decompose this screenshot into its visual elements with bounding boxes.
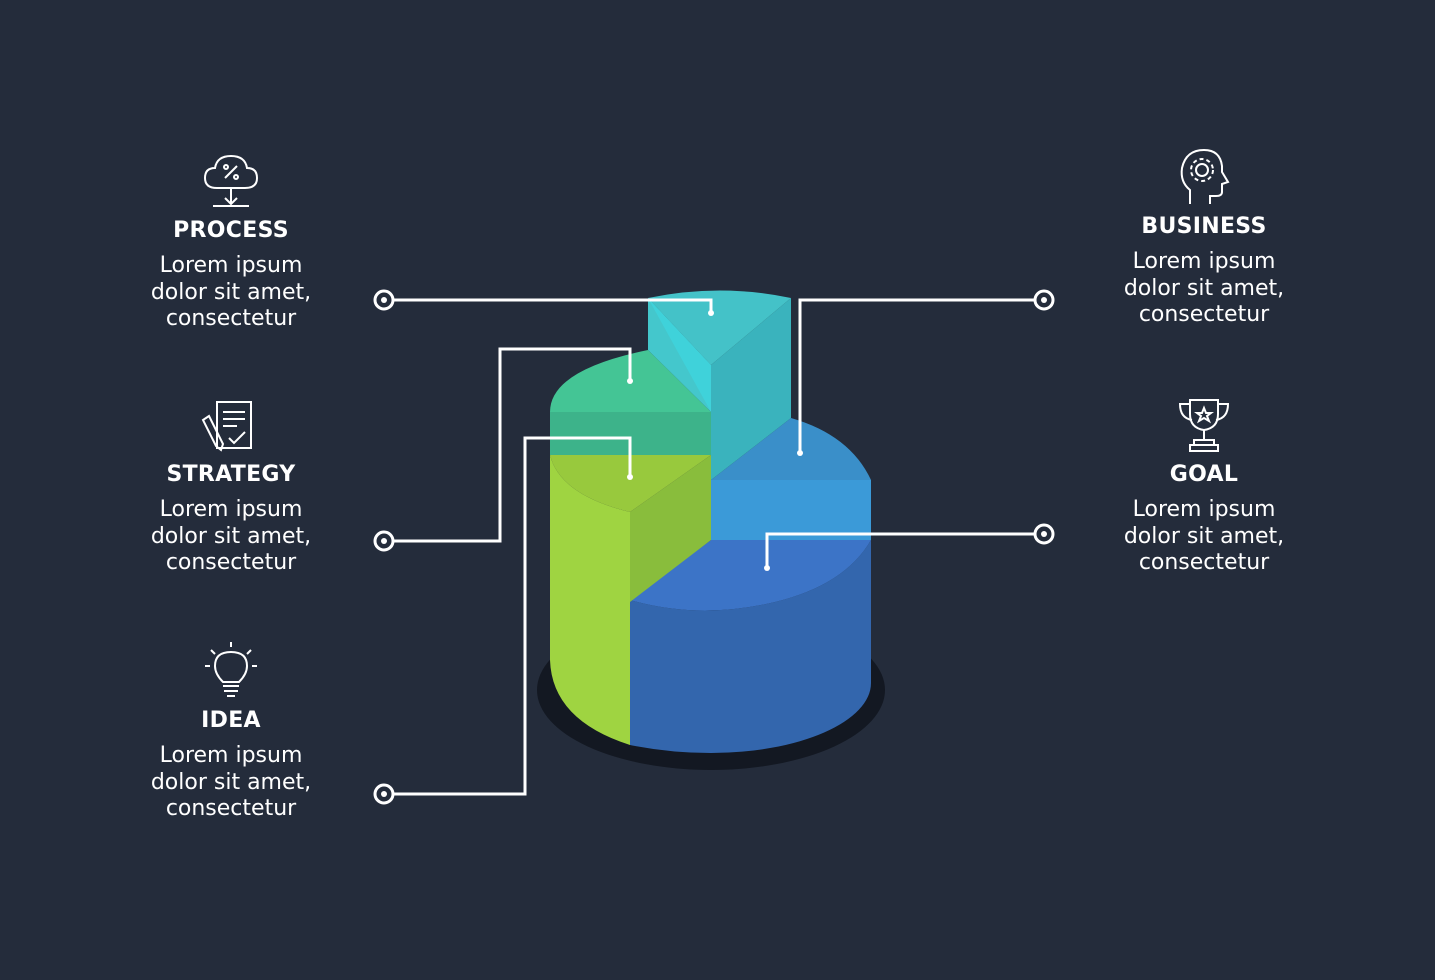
- business-description: Lorem ipsum dolor sit amet, consectetur: [1123, 249, 1285, 327]
- goal-description: Lorem ipsum dolor sit amet, consectetur: [1123, 497, 1285, 575]
- label-goal: GOAL Lorem ipsum dolor sit amet, consect…: [1084, 396, 1324, 577]
- connector-business: [798, 298, 1036, 453]
- segment-goal: [630, 540, 871, 753]
- label-business: BUSINESS Lorem ipsum dolor sit amet, con…: [1084, 148, 1324, 329]
- strategy-title: STRATEGY: [166, 462, 296, 487]
- segment-idea: [550, 455, 711, 745]
- head-gear-icon: [1180, 148, 1230, 204]
- process-title: PROCESS: [173, 218, 289, 243]
- connector-strategy: [392, 347, 632, 543]
- process-description: Lorem ipsum dolor sit amet, consectetur: [150, 253, 312, 331]
- idea-description: Lorem ipsum dolor sit amet, consectetur: [150, 743, 312, 821]
- segment-business: [711, 418, 871, 540]
- business-title: BUSINESS: [1141, 214, 1267, 239]
- connector-process: [392, 298, 713, 313]
- cloud-percent-icon: [203, 154, 259, 207]
- label-process: PROCESS Lorem ipsum dolor sit amet, cons…: [111, 150, 351, 333]
- connector-dots: [627, 310, 803, 571]
- label-strategy: STRATEGY Lorem ipsum dolor sit amet, con…: [111, 398, 351, 577]
- strategy-description: Lorem ipsum dolor sit amet, consectetur: [150, 497, 312, 575]
- lightbulb-icon: [205, 642, 257, 697]
- endpoint-rings: [373, 289, 1055, 805]
- checklist-pencil-icon: [201, 401, 252, 452]
- connector-idea: [392, 436, 632, 796]
- trophy-icon: [1178, 399, 1230, 452]
- goal-title: GOAL: [1169, 462, 1239, 487]
- label-idea: IDEA Lorem ipsum dolor sit amet, consect…: [111, 642, 351, 823]
- idea-title: IDEA: [201, 708, 261, 733]
- connectors: [392, 298, 1036, 796]
- connector-goal: [765, 532, 1036, 568]
- segment-process: [648, 290, 791, 480]
